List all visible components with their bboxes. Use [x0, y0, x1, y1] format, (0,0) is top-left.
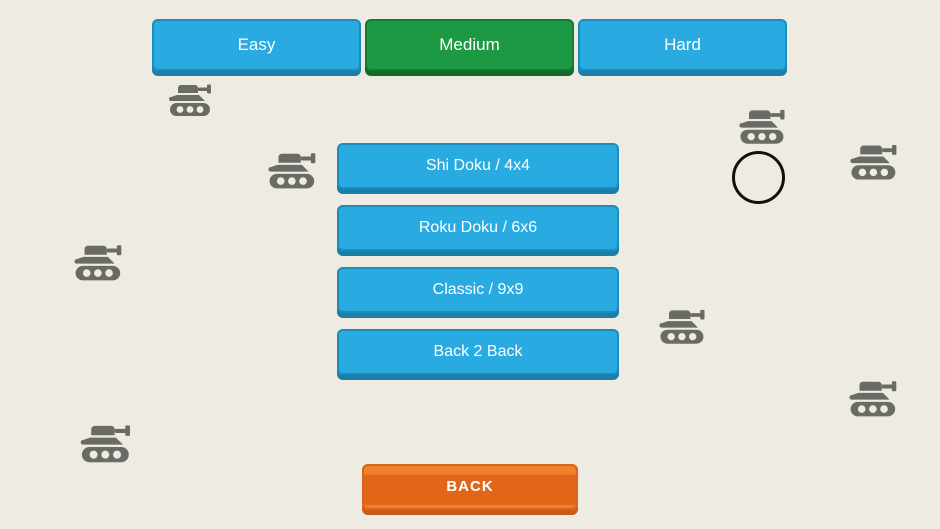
cursor-circle-indicator [732, 151, 785, 204]
menu-button-classic[interactable]: Classic / 9x9 [337, 267, 619, 313]
menu-button-back-2-back[interactable]: Back 2 Back [337, 329, 619, 375]
difficulty-button-hard[interactable]: Hard [578, 19, 787, 71]
difficulty-button-medium[interactable]: Medium [365, 19, 574, 71]
difficulty-button-easy[interactable]: Easy [152, 19, 361, 71]
menu-button-roku-doku[interactable]: Roku Doku / 6x6 [337, 205, 619, 251]
tank-icon [165, 80, 217, 120]
menu-button-shi-doku[interactable]: Shi Doku / 4x4 [337, 143, 619, 189]
tank-icon [70, 240, 128, 285]
tank-icon [845, 376, 903, 421]
tank-icon [264, 148, 322, 193]
back-button[interactable]: BACK [362, 464, 578, 510]
tank-icon [735, 105, 791, 148]
tank-icon [655, 305, 711, 348]
tank-icon [76, 420, 137, 467]
game-mode-menu: Shi Doku / 4x4 Roku Doku / 6x6 Classic /… [337, 143, 619, 375]
difficulty-selector: Easy Medium Hard [152, 19, 787, 71]
tank-icon [846, 140, 903, 184]
